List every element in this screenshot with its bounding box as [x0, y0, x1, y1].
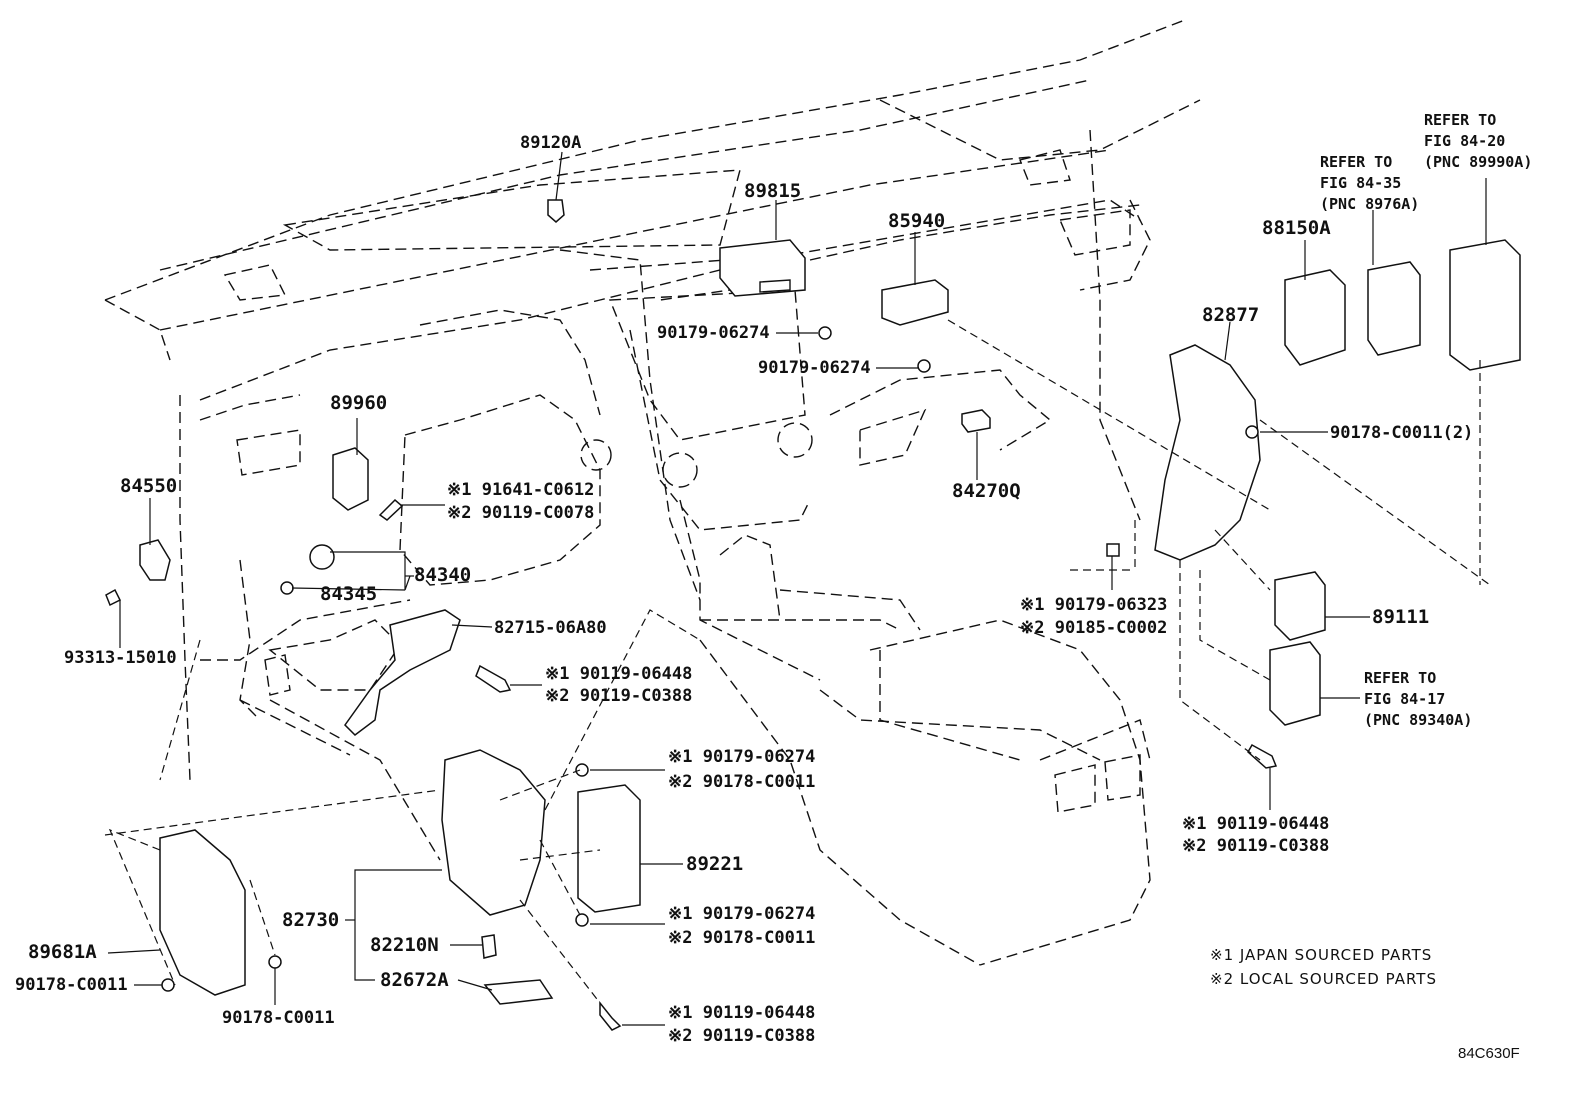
label-84340: 84340 [414, 564, 471, 586]
label-85940: 85940 [888, 210, 945, 232]
code-90179-06323: ※1 90179-06323 [1020, 595, 1167, 615]
label-89111: 89111 [1372, 606, 1429, 628]
code-90179-06274-a: 90179-06274 [657, 323, 770, 343]
label-84550: 84550 [120, 475, 177, 497]
part-labels: 89120A 89815 85940 88150A 82877 89960 84… [28, 133, 1429, 991]
ref-fig-84-17-line3: (PNC 89340A) [1364, 711, 1472, 729]
dashboard-outline [104, 19, 1201, 966]
ref-fig-84-17-line1: REFER TO [1364, 669, 1436, 687]
code-90119-C0078: ※2 90119-C0078 [447, 503, 594, 523]
code-82715-06A80: 82715-06A80 [494, 618, 607, 638]
label-82672A: 82672A [380, 969, 449, 991]
code-90179-06274-c: ※1 90179-06274 [668, 747, 815, 767]
code-90119-06448-a: ※1 90119-06448 [545, 664, 692, 684]
label-82730: 82730 [282, 909, 339, 931]
ref-fig-84-20-line1: REFER TO [1424, 111, 1496, 129]
label-88150A: 88150A [1262, 217, 1331, 239]
legend-local-sourced: ※2 LOCAL SOURCED PARTS [1210, 970, 1437, 988]
label-84270Q: 84270Q [952, 480, 1021, 502]
code-90119-06448-b: ※1 90119-06448 [1182, 814, 1329, 834]
code-90119-C0388-b: ※2 90119-C0388 [1182, 836, 1329, 856]
part-drawings [105, 199, 1521, 1031]
code-90178-C0011-d: ※2 90178-C0011 [668, 928, 815, 948]
legend-japan-sourced: ※1 JAPAN SOURCED PARTS [1210, 946, 1432, 964]
ref-fig-84-20-line2: FIG 84-20 [1424, 132, 1505, 150]
ref-fig-84-35-line1: REFER TO [1320, 153, 1392, 171]
code-91641-C0612: ※1 91641-C0612 [447, 480, 594, 500]
label-89815: 89815 [744, 180, 801, 202]
label-84345: 84345 [320, 583, 377, 605]
code-90119-C0388-c: ※2 90119-C0388 [668, 1026, 815, 1046]
reference-callouts: REFER TO FIG 84-20 (PNC 89990A) REFER TO… [1320, 111, 1532, 729]
ref-fig-84-35-line3: (PNC 8976A) [1320, 195, 1419, 213]
label-89681A: 89681A [28, 941, 97, 963]
code-90119-06448-c: ※1 90119-06448 [668, 1003, 815, 1023]
label-82877: 82877 [1202, 304, 1259, 326]
code-93313-15010: 93313-15010 [64, 648, 177, 668]
leader-lines [107, 151, 1487, 1026]
code-90178-C0011-left: 90178-C0011 [15, 975, 128, 995]
ref-fig-84-20-line3: (PNC 89990A) [1424, 153, 1532, 171]
dashed-assembly-lines [104, 319, 1491, 1004]
label-89221: 89221 [686, 853, 743, 875]
figure-code: 84C630F [1458, 1045, 1520, 1062]
legend: ※1 JAPAN SOURCED PARTS ※2 LOCAL SOURCED … [1210, 946, 1437, 988]
code-90178-C0011-bottom: 90178-C0011 [222, 1008, 335, 1028]
label-89120A: 89120A [520, 133, 581, 153]
code-90178-C0011-2: 90178-C0011(2) [1330, 423, 1473, 443]
label-89960: 89960 [330, 392, 387, 414]
code-90179-06274-b: 90179-06274 [758, 358, 871, 378]
code-90179-06274-d: ※1 90179-06274 [668, 904, 815, 924]
ref-fig-84-17-line2: FIG 84-17 [1364, 690, 1445, 708]
code-90178-C0011-c: ※2 90178-C0011 [668, 772, 815, 792]
code-90119-C0388-a: ※2 90119-C0388 [545, 686, 692, 706]
fastener-labels: 90179-06274 90179-06274 90178-C0011(2) ※… [15, 323, 1473, 1046]
label-82210N: 82210N [370, 934, 439, 956]
ref-fig-84-35-line2: FIG 84-35 [1320, 174, 1401, 192]
code-90185-C0002: ※2 90185-C0002 [1020, 618, 1167, 638]
